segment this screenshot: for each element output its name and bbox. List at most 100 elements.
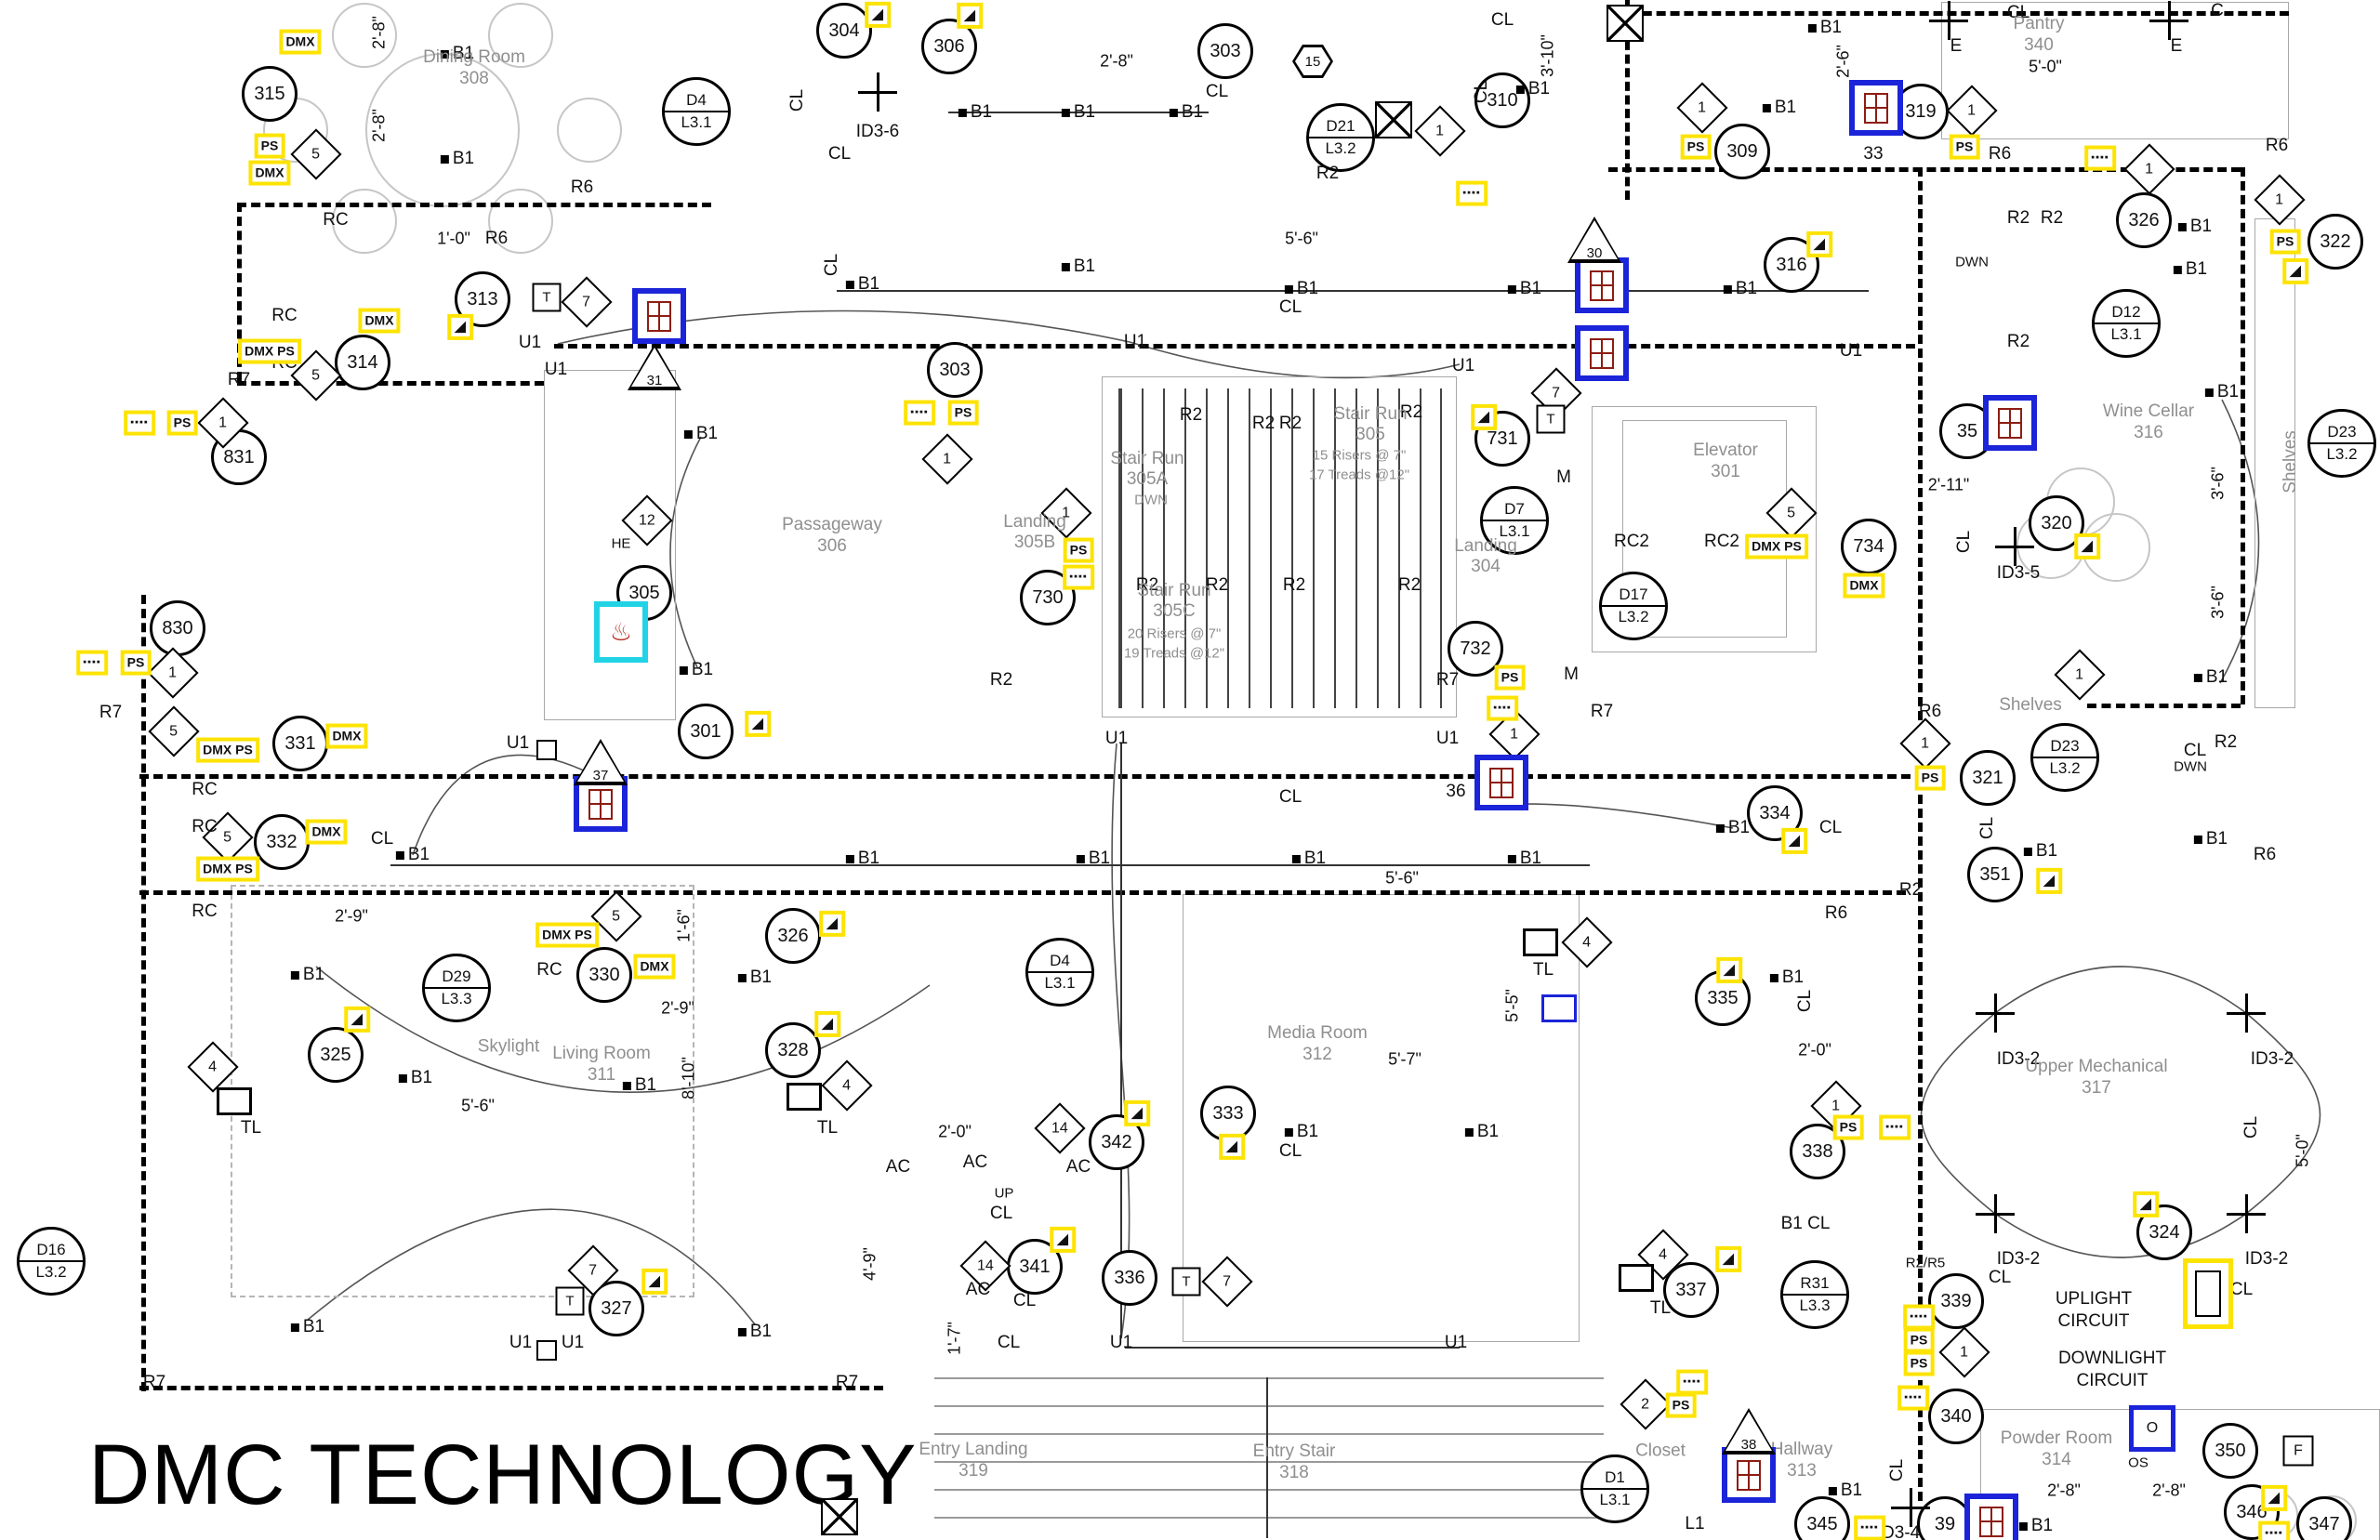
circuit-label: CL xyxy=(822,253,841,277)
circuit-run xyxy=(139,774,1911,779)
circuit-run xyxy=(2241,167,2245,704)
circuit-label: B1 xyxy=(846,849,879,869)
circuit-label: B1 xyxy=(684,424,718,444)
circuit-label: TL xyxy=(1532,960,1554,980)
keypad-tag: PS xyxy=(1665,1392,1697,1418)
elevator-wall xyxy=(1592,406,1817,652)
circuit-label: B1 CL xyxy=(1780,1214,1831,1233)
circuit-label: B1 xyxy=(1508,849,1541,869)
dimmer-icon: ◢ xyxy=(641,1268,668,1296)
fixture-tag: 731 xyxy=(1474,411,1530,467)
fixture-tag: 303 xyxy=(1197,23,1253,79)
keypad-tag: DMX PS xyxy=(238,338,301,364)
dimmer-icon: ◢ xyxy=(819,910,845,938)
dimmer-icon: ◢ xyxy=(2133,1191,2159,1218)
circuit-label: RC xyxy=(192,817,218,836)
circuit-label: RC xyxy=(192,902,218,921)
ceiling-fixture-icon xyxy=(1976,994,2015,1033)
circuit-label: AC xyxy=(965,1280,991,1299)
fixture-tag: 304 xyxy=(816,3,872,59)
dimension-label: 5'-6" xyxy=(461,1096,495,1115)
circuit-label: R6 xyxy=(2253,845,2277,864)
circuit-label: TL xyxy=(816,1118,839,1138)
keypad-tag: PS xyxy=(947,400,979,426)
circuit-label: B1 xyxy=(2174,259,2207,280)
circuit-run xyxy=(139,890,1906,895)
circuit-label: RC xyxy=(271,306,298,325)
circuit-label: 305B xyxy=(1013,533,1056,552)
circuit-label: R6 xyxy=(484,229,509,248)
circuit-label: R2 xyxy=(1251,414,1276,433)
keypad-tag: DMX PS xyxy=(536,922,599,948)
circuit-label: RC xyxy=(536,960,562,980)
touch-panel-icon xyxy=(1575,257,1629,313)
touch-panel-icon xyxy=(1983,395,2037,451)
circuit-label: 305C xyxy=(1153,601,1196,621)
fixture-tag: 326 xyxy=(2116,192,2172,248)
circuit-label: CIRCUIT xyxy=(2057,1311,2130,1331)
keypad-tag: PS xyxy=(1914,765,1946,791)
dimension-label: 8'-10" xyxy=(679,1057,698,1099)
circuit-label: Stair Run xyxy=(1110,449,1184,468)
circuit-label: CL xyxy=(787,88,807,112)
fixture-tag: 320 xyxy=(2029,495,2084,551)
circuit-label: B1 xyxy=(1808,18,1842,38)
circuit-label: B1 xyxy=(1508,279,1541,299)
fixture-tag: 303 xyxy=(927,342,983,398)
touch-panel-icon xyxy=(1722,1447,1776,1503)
circuit-label: R2 xyxy=(1205,575,1229,595)
fixture-tag: 331 xyxy=(272,716,328,771)
triangle-fixture-icon: 31 xyxy=(628,344,681,390)
circuit-label: RC xyxy=(323,210,349,230)
fixture-tag: 330 xyxy=(576,947,632,1003)
keypad-tag: DMX PS xyxy=(196,737,259,763)
tv-icon xyxy=(1619,1264,1654,1292)
touch-panel-icon xyxy=(574,776,628,832)
dimension-label: 2'-0" xyxy=(1798,1040,1831,1060)
thermostat-icon: T xyxy=(1536,404,1566,434)
circuit-label: L1 xyxy=(1685,1514,1705,1533)
dimension-label: 1'-6" xyxy=(674,909,694,942)
dimension-label: 2'-8" xyxy=(369,16,389,49)
circuit-label: CL xyxy=(1818,818,1843,837)
dimension-label: 2'-8" xyxy=(2047,1481,2081,1500)
dimmer-icon: ◢ xyxy=(2261,1484,2287,1512)
fixture-tag: 39 xyxy=(1917,1496,1973,1540)
circuit-label: CL xyxy=(1278,787,1302,807)
dimmer-icon: ◢ xyxy=(1781,827,1807,855)
keypad-tag: PS xyxy=(2269,229,2301,255)
fixture-tag: 337 xyxy=(1663,1262,1719,1318)
circuit-label: R2 xyxy=(2214,732,2238,752)
circuit-label: U1 xyxy=(1109,1333,1133,1352)
keypad-strip-icon: ▪▪▪▪ xyxy=(1879,1114,1911,1140)
tv-icon xyxy=(787,1083,822,1111)
circuit-label: U1 xyxy=(1839,341,1863,361)
dimension-label: 2'-8" xyxy=(2152,1481,2186,1500)
dimmer-icon: ◢ xyxy=(1716,956,1742,984)
fixture-tag: 347 xyxy=(2296,1496,2352,1540)
touch-panel-icon xyxy=(632,288,686,344)
circuit-label: R2 xyxy=(989,670,1013,690)
circuit-run xyxy=(139,1386,883,1390)
room-label: Skylight xyxy=(477,1036,540,1057)
touch-panel-icon xyxy=(1474,755,1528,810)
appliance-icon xyxy=(2183,1258,2233,1329)
circuit-run xyxy=(1615,11,2289,16)
dimmer-icon: ◢ xyxy=(2036,867,2062,895)
circuit-run xyxy=(237,203,711,207)
circuit-label: CL xyxy=(1977,816,1997,840)
fixture-tag: 301 xyxy=(678,704,734,759)
keypad-tag: PS xyxy=(166,410,198,436)
dimension-label: 3'-6" xyxy=(2208,586,2228,619)
circuit-label: ID3-2 xyxy=(2250,1049,2294,1069)
circuit-label: B1 xyxy=(1516,79,1550,99)
circuit-label: 19 Treads @12" xyxy=(1123,645,1225,662)
circuit-label: CL xyxy=(1205,82,1229,101)
circuit-label: B1 xyxy=(1716,818,1750,838)
